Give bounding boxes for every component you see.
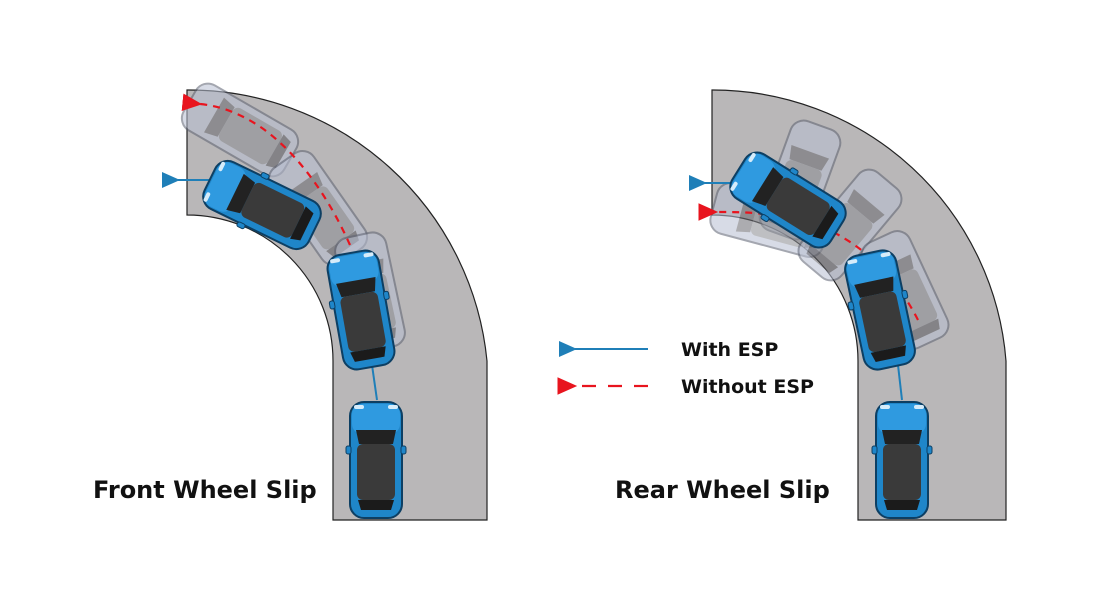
rear-wheel-slip-caption: Rear Wheel Slip <box>615 476 830 504</box>
with-esp-path-right <box>897 364 903 401</box>
legend: With ESP Without ESP <box>557 339 814 398</box>
esp-car <box>345 401 407 519</box>
rear-wheel-slip-diagram: Rear Wheel Slip <box>615 89 1007 521</box>
esp-car <box>871 401 933 519</box>
front-wheel-slip-diagram: Front Wheel Slip <box>93 77 488 521</box>
legend-without-esp-label: Without ESP <box>681 376 814 398</box>
with-esp-path-left <box>371 364 378 401</box>
legend-with-esp-label: With ESP <box>681 339 778 361</box>
front-wheel-slip-caption: Front Wheel Slip <box>93 476 317 504</box>
